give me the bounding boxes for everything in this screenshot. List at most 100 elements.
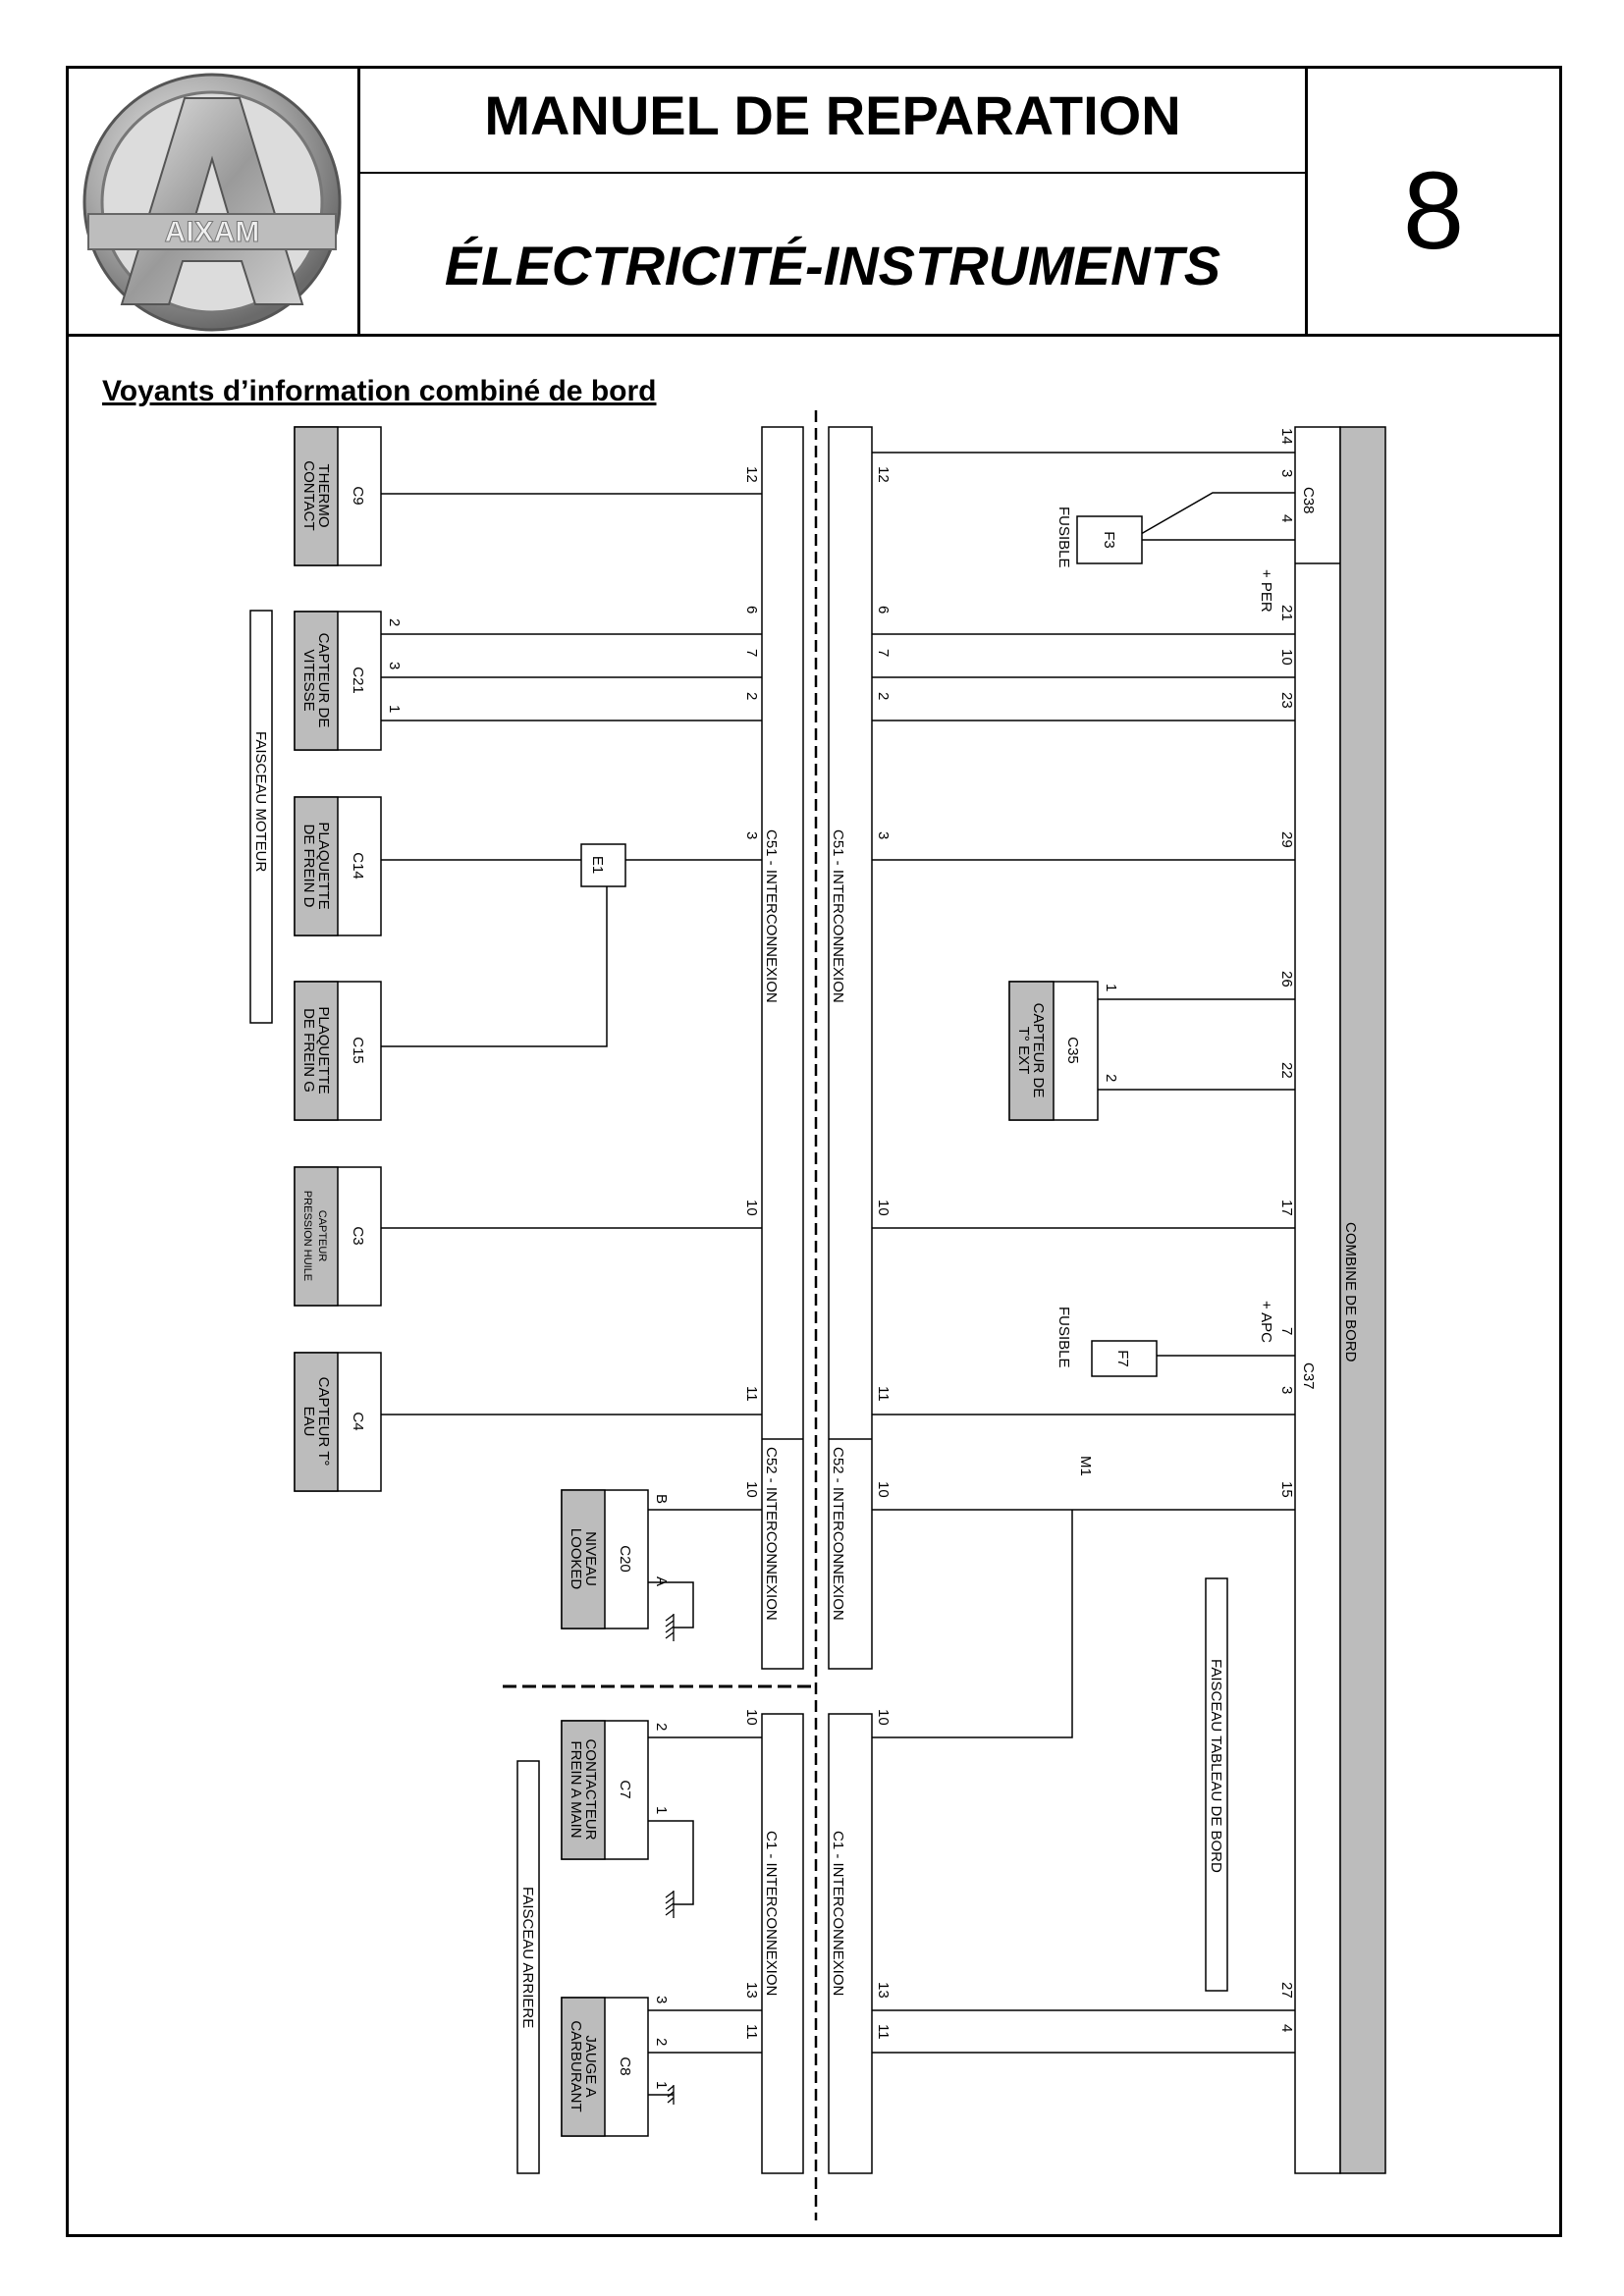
- c1-right-pin: 13: [875, 1982, 892, 1999]
- c51-left-pin: 12: [743, 466, 760, 483]
- c15-id: C15: [350, 1037, 366, 1064]
- combine-pin: 15: [1278, 1481, 1295, 1498]
- c9-id: C9: [350, 486, 366, 505]
- c7-id: C7: [617, 1780, 633, 1798]
- c51-left-pin: 2: [743, 692, 760, 700]
- c21-id: C21: [350, 667, 366, 694]
- apc-label: + APC: [1258, 1301, 1274, 1343]
- c4-id: C4: [350, 1412, 366, 1430]
- combine-pin: 21: [1278, 605, 1295, 621]
- combine-connector-box: [1294, 426, 1341, 2174]
- combine-label: COMBINE DE BORD: [1342, 1222, 1359, 1362]
- c8-id: C8: [617, 2056, 633, 2075]
- c51-right-pin: 3: [875, 831, 892, 839]
- c20-name-line2: LOOKED: [568, 1528, 584, 1590]
- faisceau-tableau-box: [1205, 1577, 1228, 1992]
- c20-name-line1: NIVEAU: [582, 1531, 599, 1586]
- c4-name-line1: CAPTEUR T°: [315, 1377, 332, 1467]
- faisceau-tableau-label: FAISCEAU TABLEAU DE BORD: [1208, 1659, 1224, 1873]
- c37-label: C37: [1300, 1362, 1317, 1390]
- fusible-label: FUSIBLE: [1056, 1307, 1072, 1368]
- faisceau-arriere-label: FAISCEAU ARRIERE: [519, 1887, 536, 2028]
- ground-icon: [667, 2085, 675, 2105]
- chapter-number: 8: [1402, 149, 1465, 272]
- combine-pin: 17: [1278, 1200, 1295, 1216]
- c1-right-pin: 11: [875, 2024, 892, 2040]
- c7-pin: 1: [653, 1806, 670, 1814]
- combine-pin: 3: [1278, 469, 1295, 477]
- combine-pin: 7: [1278, 1327, 1295, 1335]
- wires: [249, 410, 1341, 2220]
- c15-name-line2: DE FREIN G: [300, 1008, 317, 1093]
- combine-pin: 26: [1278, 971, 1295, 988]
- c7-pin: 2: [653, 1723, 670, 1731]
- logo-text: AIXAM: [165, 216, 260, 248]
- c7-name-line2: FREIN A MAIN: [568, 1740, 584, 1838]
- header-divider-left: [357, 69, 360, 336]
- c51-c52-left-bar: [761, 426, 804, 1670]
- c8-pin: 1: [653, 2081, 670, 2089]
- page-subtitle: ÉLECTRICITÉ-INSTRUMENTS: [444, 235, 1221, 296]
- per-label: + PER: [1258, 569, 1274, 613]
- c8-pin: 3: [653, 1996, 670, 2003]
- c1-left-pin: 11: [743, 2024, 760, 2040]
- c35-pin: 2: [1103, 1074, 1119, 1082]
- c35-id: C35: [1064, 1037, 1081, 1064]
- f7-fuse: [1091, 1340, 1158, 1377]
- c21-pin: 2: [386, 618, 403, 626]
- c9-name-line1: THERMO: [315, 464, 332, 528]
- ground-symbols: [665, 1614, 675, 2105]
- c14-name-line1: PLAQUETTE: [315, 822, 332, 909]
- combine-pin: 23: [1278, 692, 1295, 709]
- c51-left-pin: 6: [743, 606, 760, 614]
- ground-icon: [665, 1891, 675, 1918]
- c20-pin: B: [653, 1494, 670, 1504]
- c7-name-line1: CONTACTEUR: [582, 1738, 599, 1840]
- c8-pin: 2: [653, 2038, 670, 2046]
- c8-name-line1: JAUGE A: [582, 2035, 599, 2097]
- c51-c52-right-bar: [828, 426, 873, 1670]
- c52-label-left: C52 - INTERCONNEXION: [763, 1447, 780, 1621]
- c21-name-line2: VITESSE: [300, 649, 317, 711]
- faisceau-moteur-label: FAISCEAU MOTEUR: [252, 731, 269, 873]
- c52-left-pin: 10: [743, 1481, 760, 1498]
- c1-right-bar: [828, 1713, 873, 2174]
- faisceau-arriere-box: [516, 1760, 540, 2174]
- c3-id: C3: [350, 1226, 366, 1245]
- c35-pin: 1: [1103, 984, 1119, 991]
- c1-label-left: C1 - INTERCONNEXION: [763, 1831, 780, 1996]
- c51-left-pin: 7: [743, 649, 760, 657]
- c51-left-pin: 3: [743, 831, 760, 839]
- c21-name-line1: CAPTEUR DE: [315, 633, 332, 728]
- header-divider-right: [1305, 69, 1308, 336]
- c20-id: C20: [617, 1545, 633, 1573]
- c8-name-line2: CARBURANT: [568, 2020, 584, 2111]
- aixam-logo: AIXAM: [82, 73, 342, 332]
- c1-left-pin: 10: [743, 1709, 760, 1726]
- c51-right-pin: 6: [875, 606, 892, 614]
- c1-left-bar: [761, 1713, 804, 2174]
- c51-right-pin: 7: [875, 649, 892, 657]
- f3-label: F3: [1101, 531, 1117, 549]
- combine-pin: 3: [1278, 1386, 1295, 1394]
- c21-pin: 1: [386, 705, 403, 713]
- combine-pin: 4: [1278, 2024, 1295, 2032]
- c9-name-line2: CONTACT: [300, 460, 317, 530]
- c52-label-right: C52 - INTERCONNEXION: [830, 1447, 846, 1621]
- header-bottom-rule: [69, 334, 1559, 337]
- c51-right-pin: 2: [875, 692, 892, 700]
- combine-pin: 14: [1278, 428, 1295, 445]
- e1-label: E1: [589, 856, 606, 874]
- combine-pin: 10: [1278, 649, 1295, 666]
- c52-right-pin: 10: [875, 1481, 892, 1498]
- c51-right-pin: 12: [875, 466, 892, 483]
- f7-label: F7: [1114, 1350, 1131, 1367]
- c1-left-pin: 13: [743, 1982, 760, 1999]
- page-frame: [66, 66, 1562, 2237]
- c1-label-right: C1 - INTERCONNEXION: [830, 1831, 846, 1996]
- m1-label: M1: [1077, 1456, 1094, 1476]
- page-title: MANUEL DE REPARATION: [484, 84, 1181, 146]
- c14-name-line2: DE FREIN D: [300, 824, 317, 907]
- c1-right-pin: 10: [875, 1709, 892, 1726]
